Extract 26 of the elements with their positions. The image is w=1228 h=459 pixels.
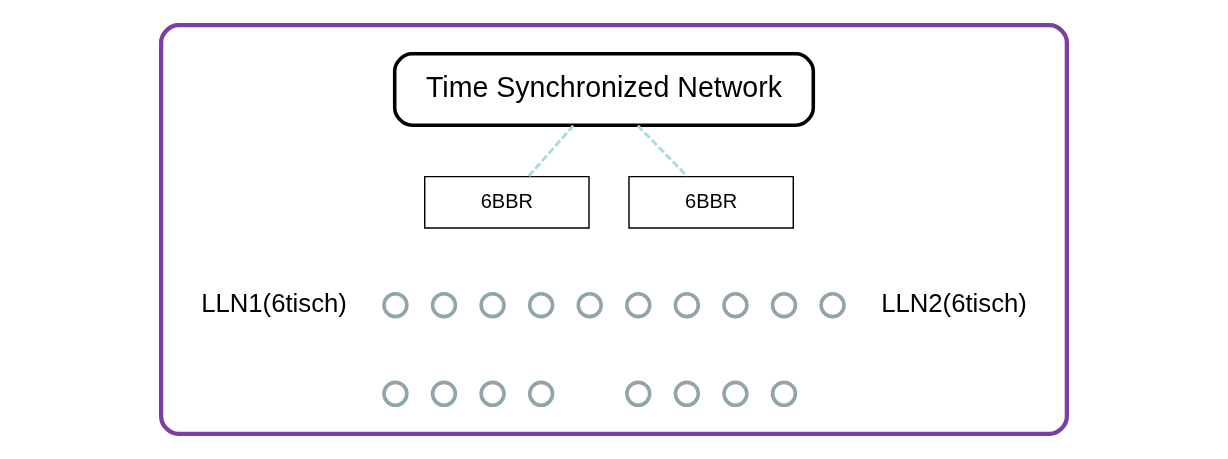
node-box: Time Synchronized Network — [392, 52, 816, 127]
connector — [527, 124, 575, 178]
node-circle — [722, 380, 749, 407]
node-box: 6BBR — [424, 175, 590, 229]
node-circle — [382, 380, 409, 407]
node-circle — [382, 292, 409, 319]
node-circle — [576, 292, 603, 319]
node-circle — [479, 292, 506, 319]
cluster — [159, 23, 1069, 436]
node-circle — [819, 292, 846, 319]
node-circle — [430, 292, 458, 319]
node-circle — [527, 292, 555, 319]
node-circle — [625, 292, 652, 319]
label: LLN1(6tisch) — [201, 288, 347, 317]
node-box: 6BBR — [628, 175, 794, 229]
node-circle — [479, 380, 506, 407]
node-circle — [722, 292, 749, 319]
connector — [636, 124, 688, 178]
node-circle — [673, 292, 701, 319]
node-circle — [770, 380, 798, 407]
node-circle — [527, 380, 555, 407]
node-circle — [430, 380, 458, 407]
label: LLN2(6tisch) — [881, 288, 1027, 317]
node-circle — [625, 380, 652, 407]
node-circle — [673, 380, 701, 407]
node-circle — [770, 292, 798, 319]
